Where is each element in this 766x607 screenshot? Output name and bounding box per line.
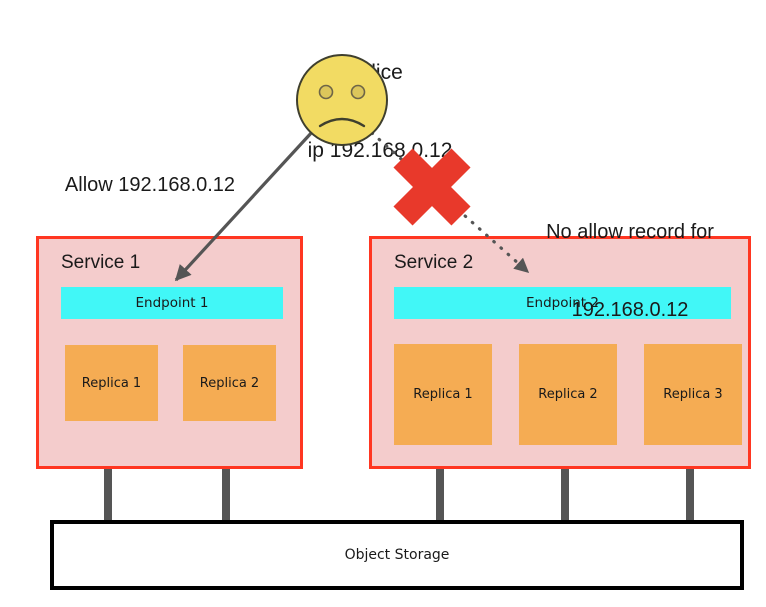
service-2-title: Service 2 <box>394 252 474 273</box>
deny-annotation: No allow record for 192.168.0.12 <box>500 167 760 375</box>
actor-ip: ip 192.168.0.12 <box>307 139 453 162</box>
endpoint-2-box[interactable]: Endpoint 2 <box>394 287 731 319</box>
object-storage-box[interactable]: Object Storage <box>50 520 744 590</box>
service-1-replica-2[interactable]: Replica 2 <box>183 345 276 421</box>
allow-annotation: Allow 192.168.0.12 <box>64 174 236 196</box>
sad-face-icon <box>296 54 388 146</box>
service-1-replica-1[interactable]: Replica 1 <box>65 345 158 421</box>
service-1-container[interactable]: Service 1 Endpoint 1 Replica 1 Replica 2 <box>36 236 303 469</box>
deny-annotation-line1: No allow record for <box>546 221 714 243</box>
service-2-replica-1[interactable]: Replica 1 <box>394 344 492 445</box>
service-2-replica-3[interactable]: Replica 3 <box>644 344 742 445</box>
allowed-arrow <box>174 129 315 282</box>
endpoint-1-box[interactable]: Endpoint 1 <box>61 287 283 319</box>
red-x-icon <box>393 148 471 226</box>
deny-annotation-line2: 192.168.0.12 <box>571 299 689 321</box>
service-1-title: Service 1 <box>61 252 141 273</box>
service-2-replica-2[interactable]: Replica 2 <box>519 344 617 445</box>
service-2-container[interactable]: Service 2 Endpoint 2 Replica 1 Replica 2… <box>369 236 751 469</box>
